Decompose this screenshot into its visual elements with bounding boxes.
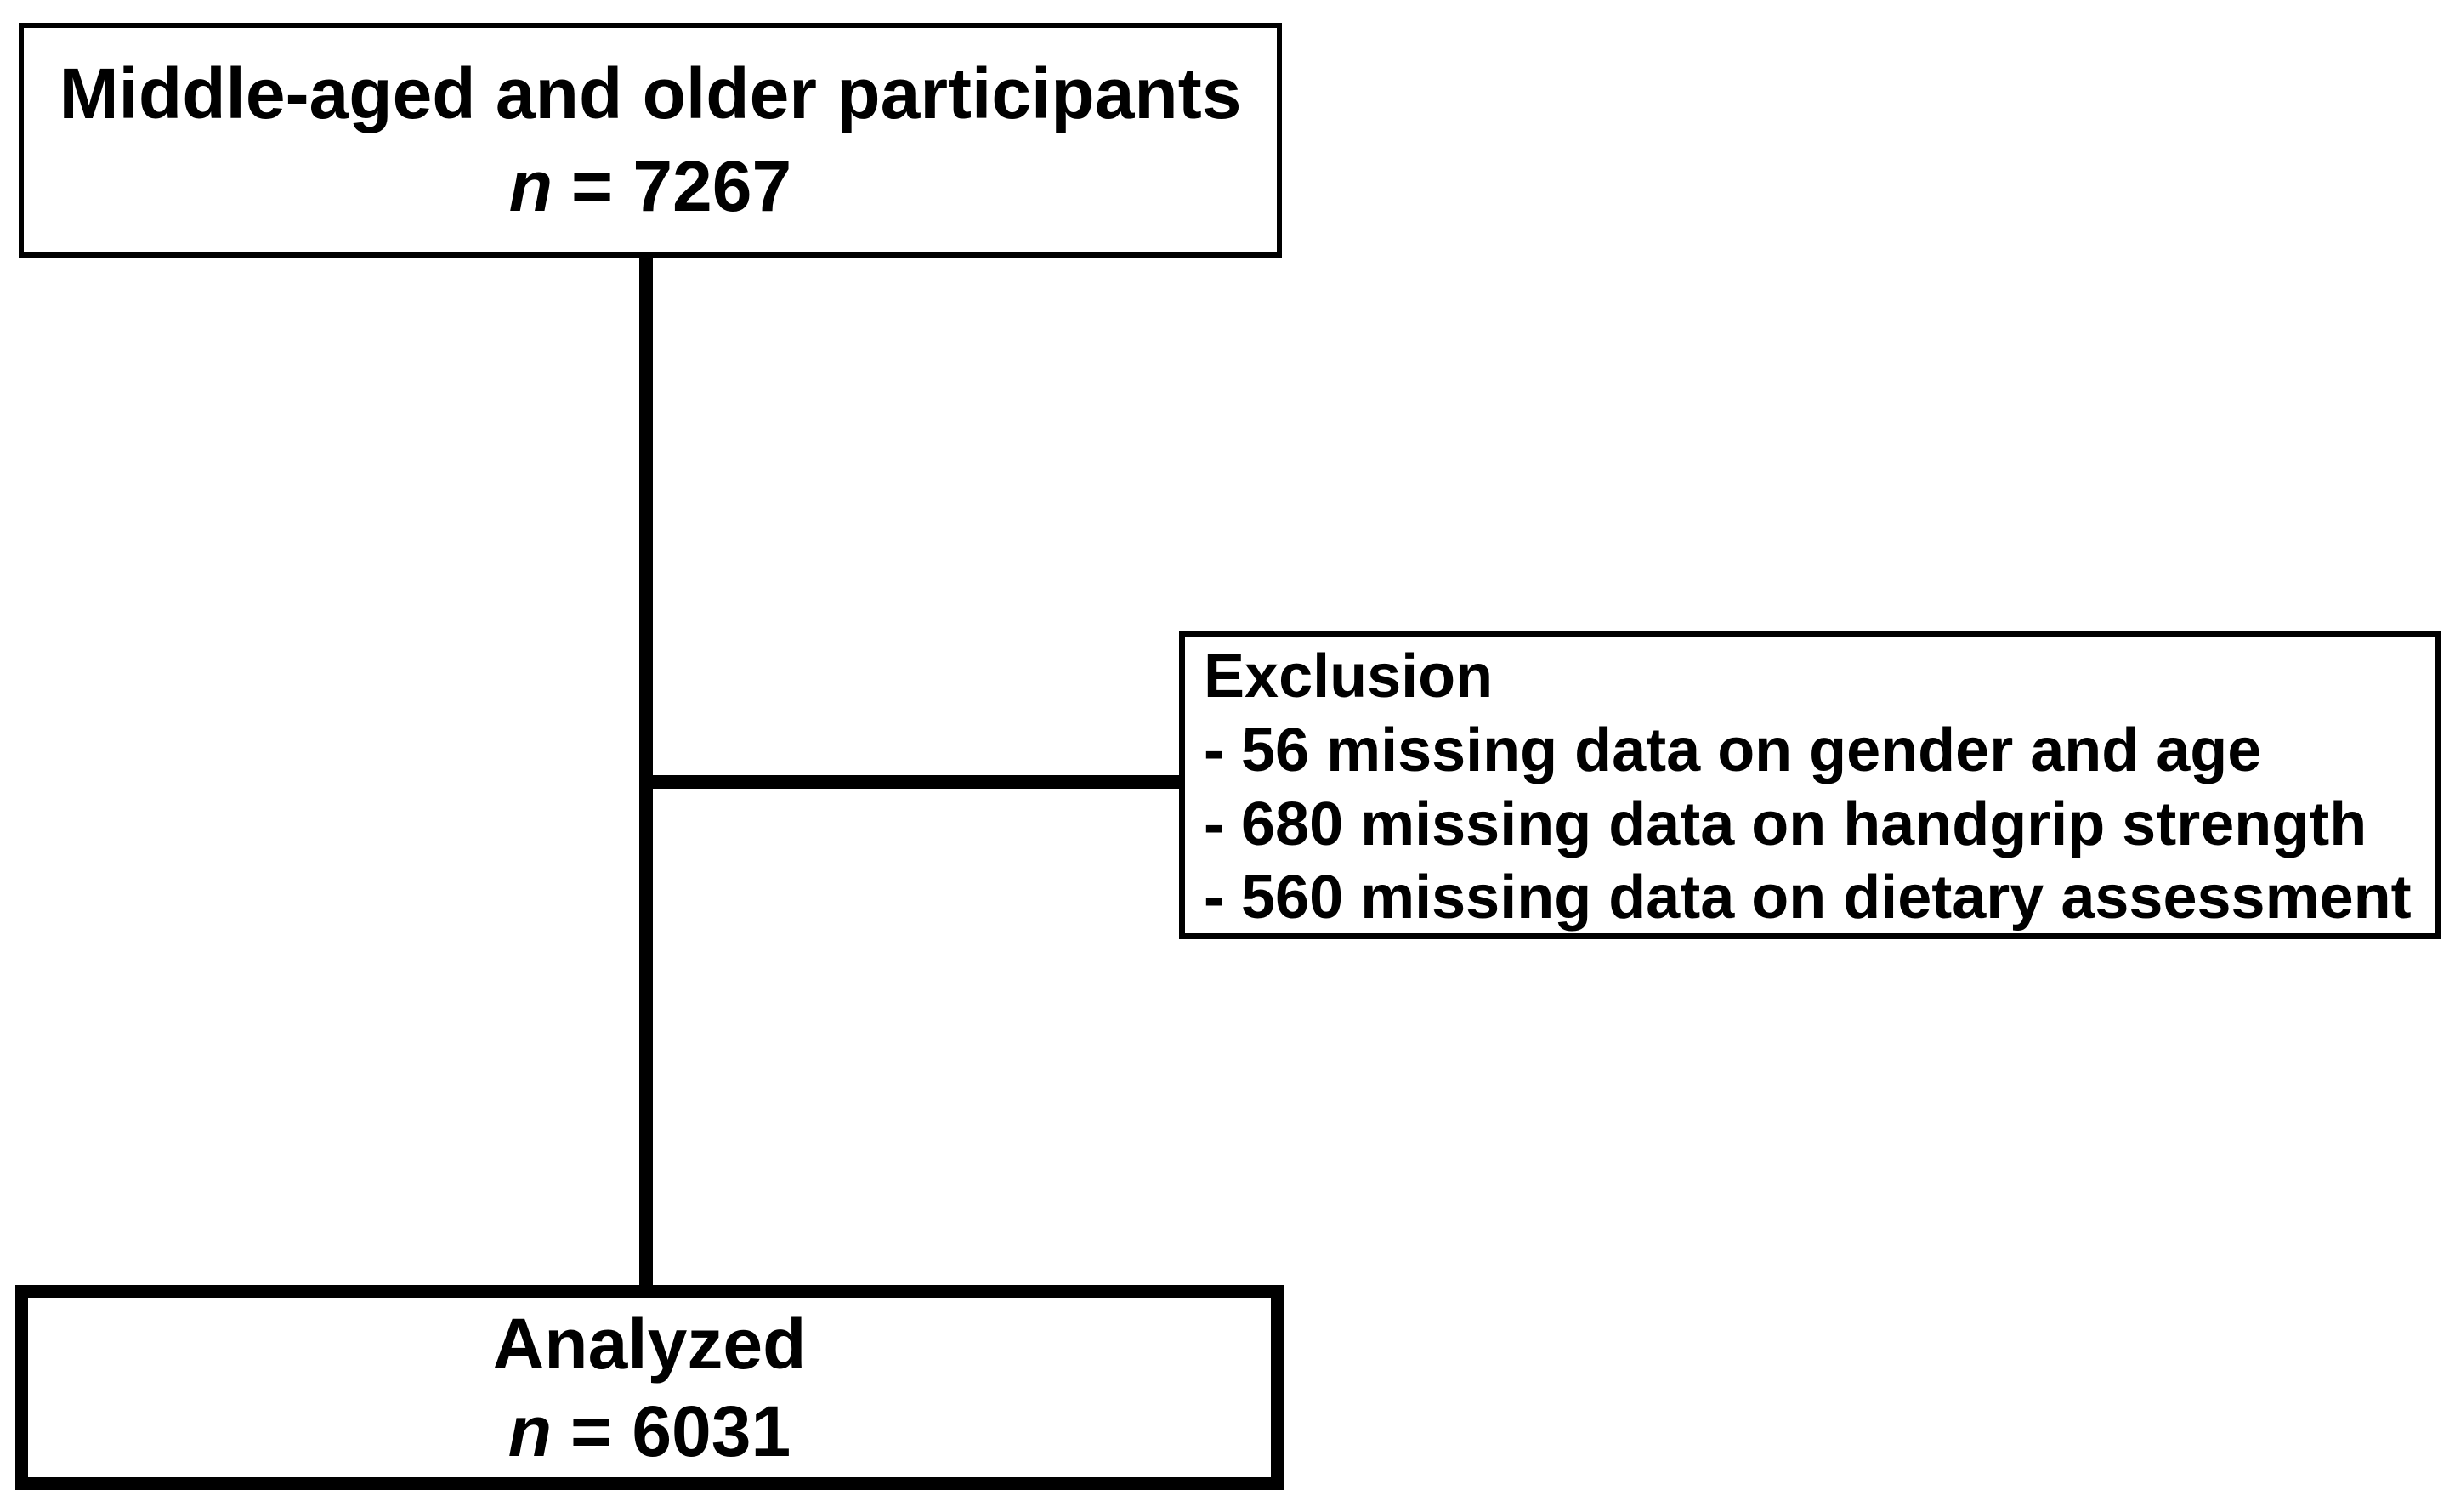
participants-box: Middle-aged and older participants n= 72… — [19, 23, 1282, 258]
participants-n-value: = 7267 — [570, 146, 792, 226]
participants-count: n= 7267 — [509, 140, 791, 233]
exclusion-box: Exclusion - 56 missing data on gender an… — [1179, 631, 2441, 939]
exclusion-item: - 560 missing data on dietary assessment — [1204, 864, 2412, 932]
analyzed-box: Analyzed n= 6031 — [15, 1285, 1284, 1490]
connector-vertical-line — [639, 255, 653, 1288]
exclusion-item: - 680 missing data on handgrip strength — [1204, 790, 2367, 858]
connector-horizontal-line — [646, 775, 1182, 789]
exclusion-item: - 56 missing data on gender and age — [1204, 716, 2262, 784]
exclusion-title: Exclusion — [1204, 643, 1494, 711]
analyzed-title: Analyzed — [492, 1304, 807, 1385]
participants-n-symbol: n — [508, 146, 553, 226]
analyzed-count: n= 6031 — [508, 1388, 791, 1475]
analyzed-n-symbol: n — [507, 1390, 553, 1471]
analyzed-n-value: = 6031 — [570, 1390, 791, 1471]
participants-title: Middle-aged and older participants — [59, 53, 1242, 133]
